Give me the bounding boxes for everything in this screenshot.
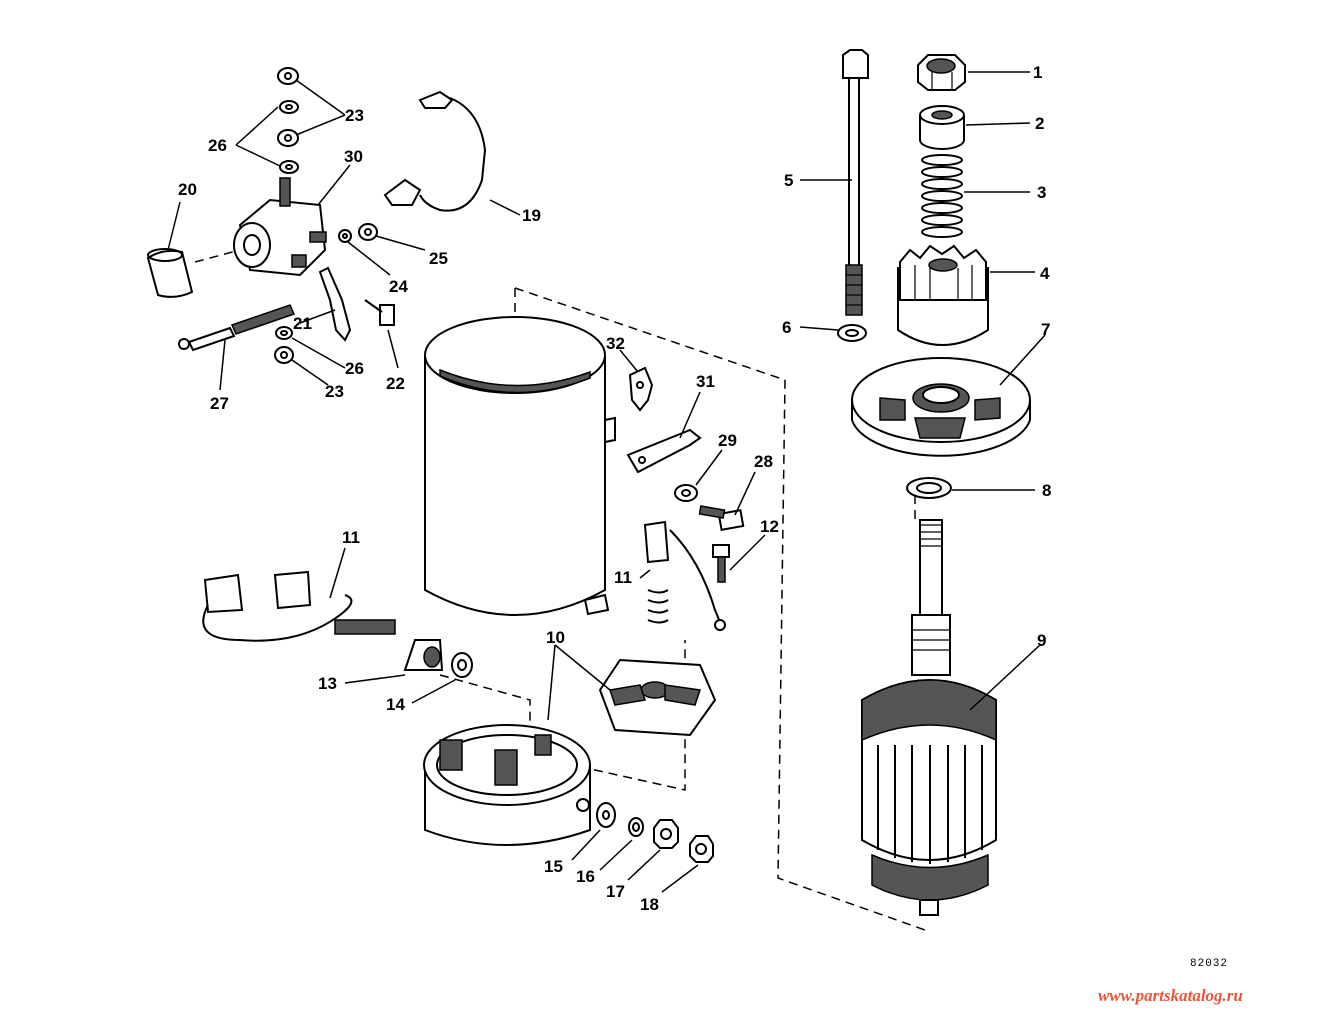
callout-9: 9 <box>1037 631 1046 650</box>
part-12-screw <box>712 544 730 583</box>
callout-18: 18 <box>640 895 659 914</box>
callout-2: 2 <box>1035 114 1044 133</box>
callout-27: 27 <box>210 394 229 413</box>
callout-8: 8 <box>1042 481 1051 500</box>
part-26-washer-mid <box>279 160 299 174</box>
part-17-nut <box>653 819 679 849</box>
part-22-screw <box>364 299 395 326</box>
part-10-brush-holder <box>598 658 717 737</box>
callout-leader-lines <box>167 71 1046 893</box>
part-29-washer <box>674 484 698 502</box>
callout-5: 5 <box>784 171 793 190</box>
part-8-washer <box>906 477 952 499</box>
part-28-bolt <box>698 505 745 531</box>
callout-19: 19 <box>522 206 541 225</box>
part-4-drive-gear <box>897 244 989 346</box>
callout-26-top: 26 <box>208 136 227 155</box>
callout-32: 32 <box>606 334 625 353</box>
catalog-number: 82032 <box>1190 958 1229 970</box>
callout-29: 29 <box>718 431 737 450</box>
part-7-end-cap <box>851 357 1031 457</box>
part-26-washer-top <box>279 100 299 114</box>
part-6-lock-washer <box>837 324 867 342</box>
callout-30: 30 <box>344 147 363 166</box>
part-27-terminal-lead <box>178 304 296 352</box>
callout-26-bottom: 26 <box>345 359 364 378</box>
callout-23-bottom: 23 <box>325 382 344 401</box>
callout-12: 12 <box>760 517 779 536</box>
part-31-strap <box>626 428 702 474</box>
callout-7: 7 <box>1041 320 1050 339</box>
callout-20: 20 <box>178 180 197 199</box>
callout-6: 6 <box>782 318 791 337</box>
part-18-nut <box>689 835 714 863</box>
part-26-washer-low <box>275 326 293 340</box>
part-1-nut <box>917 54 966 91</box>
part-2-spacer <box>919 105 965 150</box>
part-24-washer <box>338 229 352 243</box>
part-14-washer <box>451 652 473 678</box>
part-25-nut <box>358 223 378 241</box>
callout-28: 28 <box>754 452 773 471</box>
part-16-lock-washer <box>628 817 644 837</box>
callout-14: 14 <box>386 695 405 714</box>
part-11-brush-spring-right <box>643 520 726 631</box>
callout-labels: 1 2 3 4 5 6 7 8 9 10 11 11 12 13 14 15 1… <box>178 63 1051 914</box>
part-23-nut-low <box>274 346 294 364</box>
part-5-through-bolt <box>842 49 869 316</box>
callout-3: 3 <box>1037 183 1046 202</box>
callout-23-top: 23 <box>345 106 364 125</box>
callout-17: 17 <box>606 882 625 901</box>
part-20-boot <box>146 248 194 298</box>
callout-13: 13 <box>318 674 337 693</box>
callout-15: 15 <box>544 857 563 876</box>
part-3-spring <box>921 154 963 238</box>
part-23-nut-mid <box>277 129 299 147</box>
part-13-terminal-block <box>403 639 444 671</box>
watermark-link[interactable]: www.partskatalog.ru <box>1098 986 1243 1005</box>
part-9-armature <box>861 519 997 916</box>
callout-22: 22 <box>386 374 405 393</box>
callout-25: 25 <box>429 249 448 268</box>
callout-11-right: 11 <box>614 568 632 587</box>
callout-31: 31 <box>696 372 715 391</box>
part-23-nut-top <box>277 67 299 85</box>
part-32-clip <box>628 366 654 412</box>
part-21-bracket <box>318 266 352 342</box>
callout-4: 4 <box>1040 264 1050 283</box>
callout-11-left: 11 <box>342 528 360 547</box>
commutator-end-cap <box>423 724 591 846</box>
part-11-brush-lead-left <box>202 570 396 642</box>
callout-1: 1 <box>1033 63 1042 82</box>
callout-16: 16 <box>576 867 595 886</box>
part-30-solenoid <box>233 177 327 277</box>
motor-frame-housing <box>424 316 616 616</box>
part-15-washer <box>596 802 616 828</box>
callout-24: 24 <box>389 277 408 296</box>
callout-10: 10 <box>546 628 565 647</box>
part-19-cable <box>383 90 487 212</box>
callout-21: 21 <box>293 314 312 333</box>
